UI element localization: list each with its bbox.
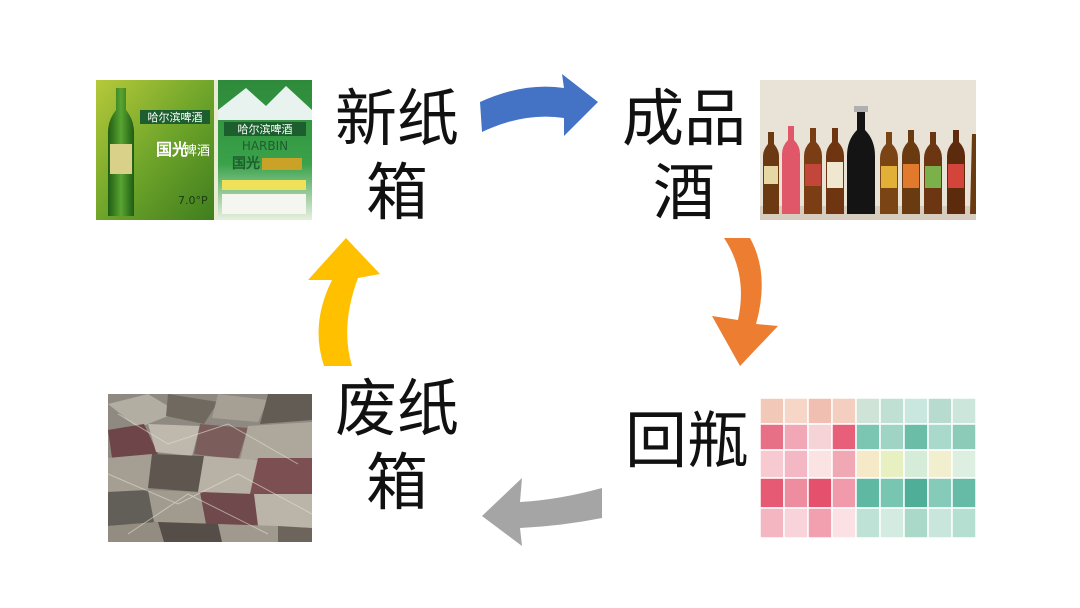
arrow-top-shape xyxy=(480,74,598,136)
label-recycle-bottles: 回瓶 xyxy=(614,404,760,478)
label-finished-beer: 成品 酒 xyxy=(614,82,754,230)
carton-brand-en: HARBIN xyxy=(242,139,288,153)
carton-degree-text: 7.0°P xyxy=(178,194,208,207)
new-box-photo: 哈尔滨啤酒 国光 啤酒 7.0°P 哈尔滨啤酒 HARBIN 国光 xyxy=(96,80,312,220)
carton-product-text: 国光 xyxy=(156,140,188,159)
label-new-box-line2: 箱 xyxy=(365,156,428,229)
arrow-bottom-shape xyxy=(482,478,602,546)
curved-arrow-right-icon xyxy=(480,74,598,136)
carton-brand-text: 哈尔滨啤酒 xyxy=(148,110,203,124)
curved-arrow-up-icon xyxy=(308,238,380,366)
label-waste-box-line1: 废纸 xyxy=(334,372,459,445)
waste-box-photo xyxy=(108,394,312,542)
carton-product-text-2: 国光 xyxy=(232,155,260,172)
arrow-left-shape xyxy=(308,238,380,366)
recycled-bottles-photo xyxy=(760,398,976,538)
curved-arrow-down-icon xyxy=(712,238,778,366)
carton-brand-text-2: 哈尔滨啤酒 xyxy=(238,122,293,136)
label-finished-beer-line2: 酒 xyxy=(652,156,715,229)
finished-beer-photo xyxy=(760,80,976,220)
carton-product-suffix: 啤酒 xyxy=(184,144,210,159)
label-new-box-line1: 新纸 xyxy=(334,82,459,155)
label-waste-box-line2: 箱 xyxy=(365,446,428,519)
label-new-box: 新纸 箱 xyxy=(322,82,472,230)
label-waste-box: 废纸 箱 xyxy=(322,372,472,520)
arrow-right-shape xyxy=(712,238,778,366)
label-recycle-bottles-line1: 回瓶 xyxy=(624,404,749,477)
curved-arrow-left-icon xyxy=(482,478,602,546)
label-finished-beer-line1: 成品 xyxy=(621,82,746,155)
